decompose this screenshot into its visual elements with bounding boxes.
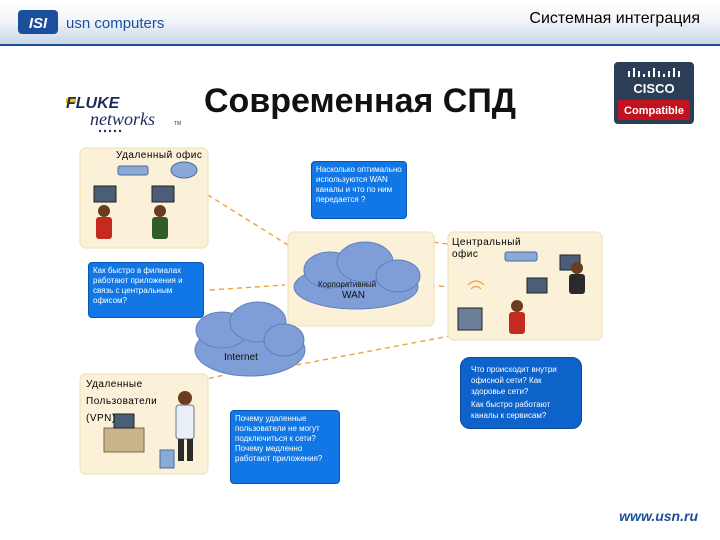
internet-cloud-label: Internet bbox=[224, 352, 258, 363]
header-divider bbox=[0, 44, 720, 46]
central-office-label-line2: офис bbox=[452, 249, 479, 260]
usn-logo-text: usn computers bbox=[66, 15, 164, 32]
internet-cloud-icon bbox=[194, 301, 306, 377]
remote-users-devices bbox=[103, 391, 195, 469]
person-icon bbox=[571, 262, 583, 274]
wan-cloud-label-line2: WAN bbox=[342, 290, 365, 301]
desk-icon bbox=[103, 427, 145, 453]
person-icon bbox=[511, 300, 523, 312]
vpn-question-bubble: Почему удаленные пользователи не могут п… bbox=[230, 410, 340, 484]
router-icon bbox=[170, 161, 198, 179]
central-question-line2: Как быстро работают каналы к сервисам? bbox=[471, 400, 551, 420]
wan-cloud-label-line1: Корпоративный bbox=[318, 280, 377, 289]
phone-icon bbox=[159, 449, 175, 469]
svg-text:TM: TM bbox=[174, 121, 181, 127]
monitor-icon bbox=[151, 185, 175, 203]
central-question-bubble: Что происходит внутри офисной сети? Как … bbox=[460, 357, 582, 429]
usn-logo: ISI usn computers bbox=[18, 8, 178, 36]
usn-logo-mark: ISI usn computers bbox=[18, 10, 164, 34]
central-question-line1: Что происходит внутри офисной сети? Как … bbox=[471, 365, 557, 396]
monitor-icon bbox=[113, 413, 135, 429]
wan-cloud-icon bbox=[293, 241, 421, 310]
central-office-devices bbox=[457, 251, 585, 334]
wireless-ap-icon bbox=[467, 280, 485, 290]
person-icon bbox=[98, 205, 110, 217]
server-icon bbox=[457, 307, 483, 331]
fluke-networks-logo: FLUKE networks TM bbox=[62, 92, 192, 134]
svg-text:networks: networks bbox=[90, 109, 155, 129]
remote-users-label-line1: Удаленные bbox=[86, 379, 143, 390]
remote-office-label: Удаленный офис bbox=[116, 150, 203, 161]
cisco-compatible-badge: CISCO Compatible bbox=[614, 62, 694, 124]
wan-question-bubble: Насколько оптимально используются WAN ка… bbox=[311, 161, 407, 219]
svg-text:FLUKE: FLUKE bbox=[66, 95, 121, 112]
central-office-label-line1: Центральный bbox=[452, 237, 522, 248]
remote-users-label-line2: Пользователи bbox=[86, 396, 158, 407]
section-title: Системная интеграция bbox=[529, 10, 700, 27]
footer-url[interactable]: www.usn.ru bbox=[619, 508, 698, 524]
person-icon bbox=[154, 205, 166, 217]
monitor-icon bbox=[526, 277, 548, 294]
header-bar bbox=[0, 0, 720, 44]
branch-question-bubble: Как быстро в филиалах работают приложени… bbox=[88, 262, 204, 318]
person-icon bbox=[178, 391, 192, 405]
remote-users-label-line3: (VPN) bbox=[86, 413, 116, 424]
monitor-icon bbox=[93, 185, 117, 203]
switch-icon bbox=[504, 251, 538, 262]
switch-icon bbox=[117, 165, 149, 176]
slide-title: Современная СПД bbox=[204, 82, 516, 120]
svg-text:ISI: ISI bbox=[29, 15, 48, 32]
svg-text:CISCO: CISCO bbox=[633, 81, 674, 96]
remote-office-devices bbox=[93, 161, 198, 239]
svg-text:Compatible: Compatible bbox=[624, 105, 684, 117]
